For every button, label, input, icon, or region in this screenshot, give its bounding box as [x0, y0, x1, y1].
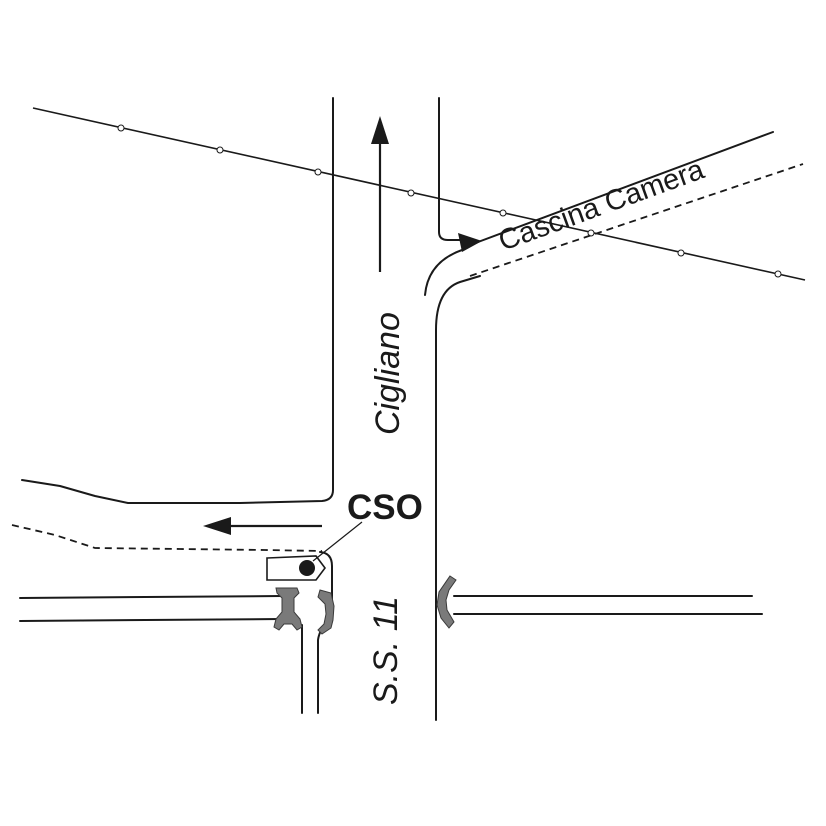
road-cascina-camera — [469, 131, 804, 277]
barrier-right — [436, 575, 457, 629]
arrow-right-icon — [458, 233, 482, 252]
railway-node — [677, 249, 685, 257]
arrow-north — [371, 116, 389, 272]
label-cso: CSO — [347, 488, 423, 527]
cross-road-lower — [19, 595, 763, 622]
road-west — [11, 524, 323, 552]
railway-node — [774, 270, 782, 278]
barrier-left — [273, 587, 335, 635]
railway-node — [499, 209, 507, 217]
railway-node — [587, 229, 595, 237]
label-cigliano: Cigliano — [369, 312, 407, 435]
railway-node — [216, 146, 224, 154]
railway-line — [32, 107, 806, 281]
railway-node — [314, 168, 322, 176]
arrow-left-icon — [203, 517, 231, 535]
speed-camera-icon — [266, 521, 363, 581]
railway-node — [407, 189, 415, 197]
label-ss11: S.S. 11 — [367, 596, 405, 705]
arrow-west — [203, 517, 322, 535]
arrow-cascina — [458, 233, 482, 252]
arrow-up-icon — [371, 116, 389, 144]
railway-node — [117, 124, 125, 132]
